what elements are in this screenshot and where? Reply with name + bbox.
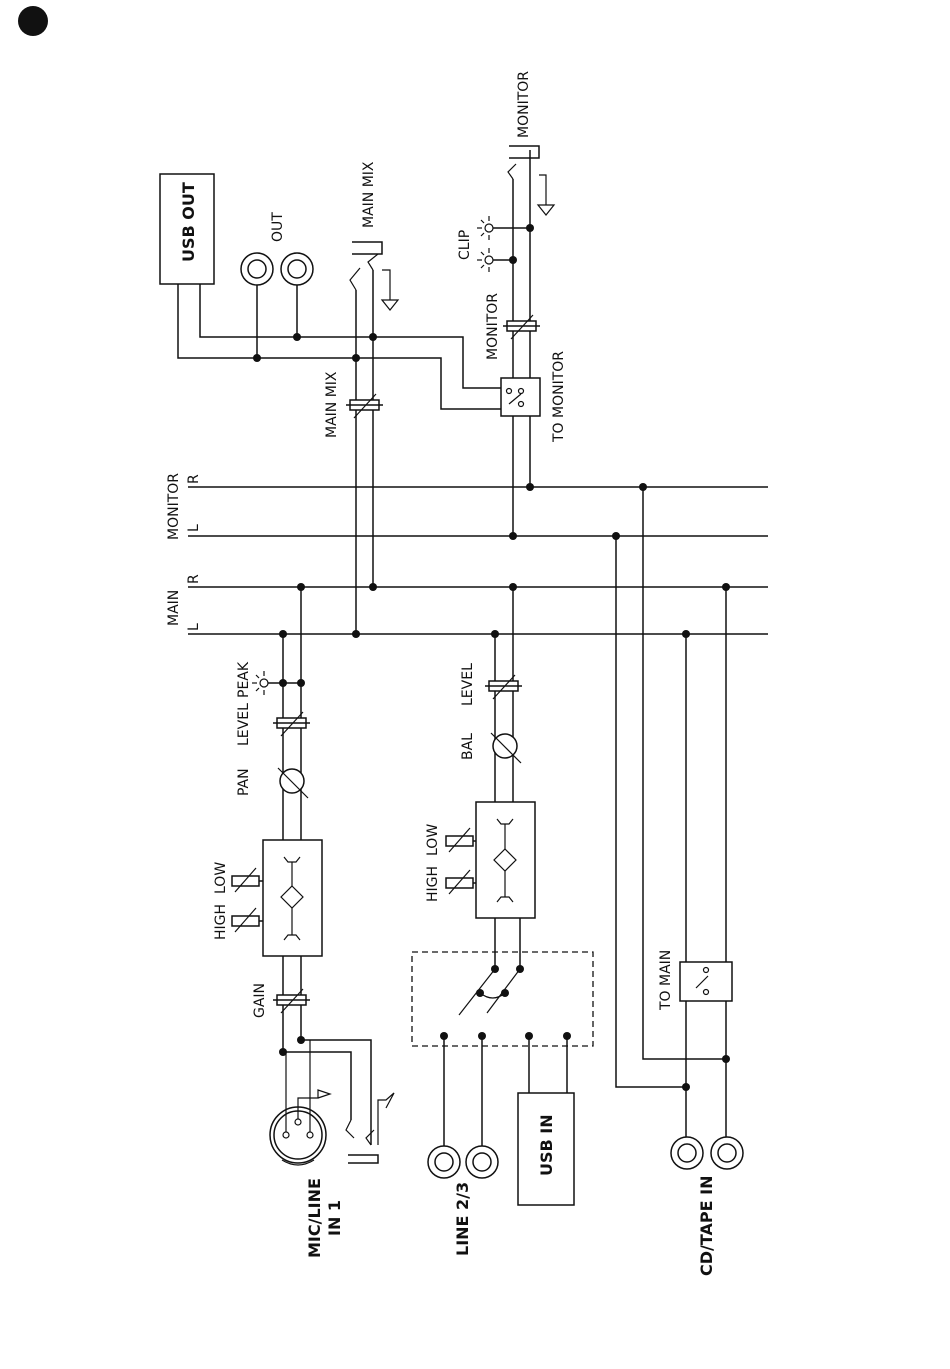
gain-label: GAIN <box>252 983 268 1018</box>
to-main-label: TO MAIN <box>658 950 674 1011</box>
usb-out-wire-r <box>200 284 501 388</box>
line23-label: LINE 2/3 <box>453 1182 472 1256</box>
section-marker-dot <box>18 6 48 36</box>
bus-main-label: MAIN <box>166 590 182 626</box>
bus-monitor-l-label: L <box>186 524 202 532</box>
main-mix-pot <box>346 394 383 418</box>
clip-label: CLIP <box>457 230 473 260</box>
out-jacks <box>241 253 313 285</box>
ch23-high-pot <box>446 870 476 894</box>
main-mix-ctrl-label: MAIN MIX <box>324 371 340 438</box>
xlr-combo-jack <box>270 1040 330 1165</box>
ch1-eq-box <box>263 840 322 956</box>
source-selector-box <box>412 952 593 1046</box>
monitor-top-label: MONITOR <box>516 71 532 138</box>
monitor-jack <box>508 146 554 215</box>
ch23-low-pot <box>446 828 476 852</box>
ch23-level-pot <box>485 675 522 699</box>
mic-line-label-2: IN 1 <box>325 1200 344 1236</box>
gain-pot <box>273 989 310 1013</box>
source-selector-switch <box>459 965 524 1015</box>
ch23-high-label: HIGH <box>425 866 441 902</box>
peak-label: PEAK <box>236 661 252 698</box>
out-label: OUT <box>270 212 286 242</box>
bus-lines <box>188 487 768 634</box>
bal-label: BAL <box>460 733 476 760</box>
usb-out-label: USB OUT <box>179 182 198 262</box>
main-mix-top-label: MAIN MIX <box>361 161 377 228</box>
main-mix-jack <box>350 242 398 310</box>
clip-led-icon <box>477 216 530 272</box>
usb-in-label: USB IN <box>537 1114 556 1176</box>
ch1-low-label: LOW <box>213 862 229 894</box>
bus-monitor-label: MONITOR <box>166 473 182 540</box>
ch1-high-pot <box>232 908 263 932</box>
ch1-low-pot <box>232 868 263 892</box>
mic-line-label-1: MIC/LINE <box>305 1178 324 1258</box>
to-monitor-label: TO MONITOR <box>551 351 567 443</box>
ch1-level-label: LEVEL <box>236 703 252 746</box>
pan-label: PAN <box>236 768 252 796</box>
peak-led-icon <box>252 671 301 695</box>
to-monitor-switch <box>501 378 540 416</box>
line23-jacks <box>428 1146 498 1178</box>
cdtape-jacks <box>671 1137 743 1169</box>
ch23-eq-box <box>476 802 535 918</box>
bus-main-l-label: L <box>186 623 202 631</box>
ch23-level-label: LEVEL <box>460 663 476 706</box>
ch23-low-label: LOW <box>425 824 441 856</box>
monitor-ctrl-label: MONITOR <box>485 293 501 360</box>
ch1-insert-jack <box>346 1093 394 1163</box>
bus-monitor-r-label: R <box>186 474 202 484</box>
bus-main-r-label: R <box>186 574 202 584</box>
ch1-high-label: HIGH <box>213 904 229 940</box>
ch1-level-pot <box>273 712 310 736</box>
monitor-level-pot <box>503 315 540 339</box>
cdtape-label: CD/TAPE IN <box>697 1176 716 1277</box>
